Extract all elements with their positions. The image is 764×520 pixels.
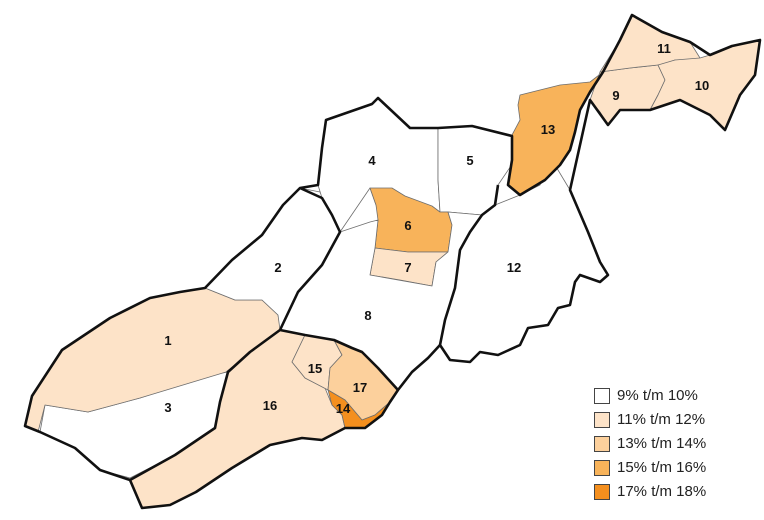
district-label: 17	[353, 380, 367, 395]
district-label: 6	[404, 218, 411, 233]
legend-label: 11% t/m 12%	[617, 411, 706, 428]
map-outline	[23, 13, 762, 510]
district-label: 1	[164, 333, 171, 348]
legend-swatch	[594, 411, 610, 428]
district-label: 2	[274, 260, 281, 275]
district-label: 13	[541, 122, 555, 137]
legend: 9% t/m 10% 11% t/m 12% 13% t/m 14% 15% t…	[594, 384, 764, 504]
legend-item: 17% t/m 18%	[594, 480, 764, 503]
legend-label: 13% t/m 14%	[617, 435, 707, 452]
legend-item: 15% t/m 16%	[594, 456, 764, 479]
legend-label: 15% t/m 16%	[617, 459, 707, 476]
legend-label: 17% t/m 18%	[617, 483, 707, 500]
legend-item: 11% t/m 12%	[594, 408, 764, 431]
district-label: 9	[612, 88, 619, 103]
district-label: 5	[466, 153, 473, 168]
district-label: 3	[164, 400, 171, 415]
legend-item: 13% t/m 14%	[594, 432, 764, 455]
legend-label: 9% t/m 10%	[617, 387, 698, 404]
district-label: 15	[308, 361, 322, 376]
internal-boundary	[278, 186, 342, 331]
legend-swatch	[594, 459, 610, 476]
district-label: 14	[336, 401, 351, 416]
legend-item: 9% t/m 10%	[594, 384, 764, 407]
legend-swatch	[594, 483, 610, 500]
district-label: 7	[404, 260, 411, 275]
legend-swatch	[594, 387, 610, 404]
internal-boundary	[129, 328, 399, 482]
district-label: 11	[657, 41, 671, 56]
district-label: 10	[695, 78, 709, 93]
internal-boundary	[438, 184, 500, 346]
legend-swatch	[594, 435, 610, 452]
district-label: 8	[364, 308, 371, 323]
district-label: 12	[507, 260, 521, 275]
district-label: 4	[368, 153, 376, 168]
district-label: 16	[263, 398, 277, 413]
